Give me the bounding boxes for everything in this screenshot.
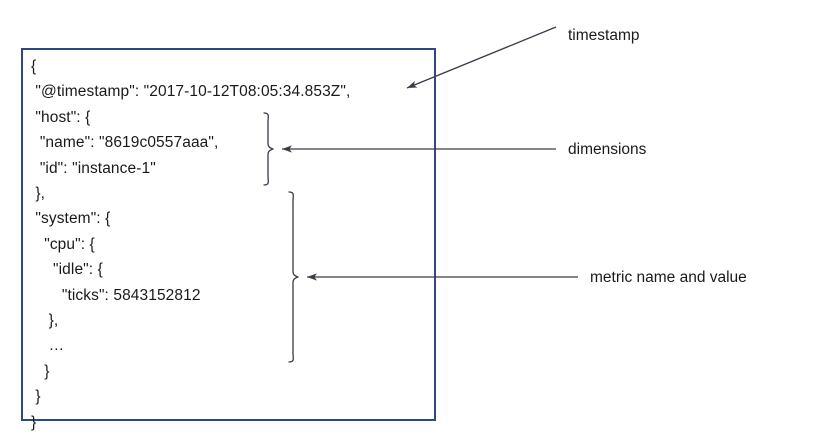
annotation-label-timestamp: timestamp — [568, 27, 640, 44]
json-code-text: { "@timestamp": "2017-10-12T08:05:34.853… — [31, 58, 351, 431]
annotation-label-metric: metric name and value — [590, 269, 747, 286]
json-document-box: { "@timestamp": "2017-10-12T08:05:34.853… — [21, 48, 436, 431]
annotation-label-dimensions: dimensions — [568, 141, 647, 158]
